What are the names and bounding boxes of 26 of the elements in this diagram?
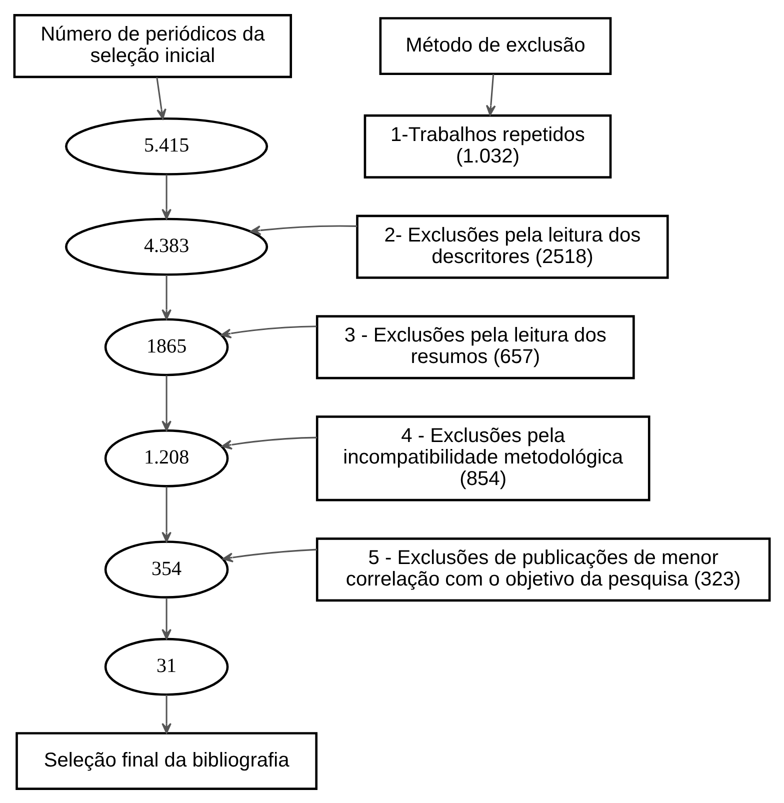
node-ellipse: 1865 — [104, 318, 229, 376]
node-box: Número de periódicos da seleção inicial — [13, 14, 292, 78]
arrow — [250, 224, 358, 235]
arrow — [221, 436, 317, 450]
arrow — [162, 694, 172, 734]
node-ellipse: 31 — [104, 637, 229, 696]
arrow — [156, 76, 166, 119]
node-box: 4 - Exclusões pela incompatibilidade metodológica (854) — [316, 415, 650, 501]
arrow — [220, 325, 317, 338]
node-box: 5 - Exclusões de publicações de menor correlação com o objetivo da pesquisa (323) — [316, 537, 771, 602]
node-ellipse: 1.208 — [104, 428, 229, 487]
arrow — [162, 174, 172, 219]
node-box: Seleção final da bibliografia — [16, 732, 318, 790]
node-ellipse: 5.415 — [65, 116, 268, 175]
node-box: 3 - Exclusões pela leitura dos resumos (657) — [316, 314, 635, 379]
arrow — [162, 486, 172, 542]
arrow — [222, 548, 318, 562]
node-box: 2- Exclusões pela leitura dos descritores (2518) — [356, 214, 669, 278]
arrow — [162, 274, 172, 320]
arrow — [486, 74, 496, 116]
arrow — [162, 597, 172, 640]
node-ellipse: 354 — [104, 540, 229, 598]
node-box: 1-Trabalhos repetidos (1.032) — [364, 114, 612, 178]
node-ellipse: 4.383 — [65, 217, 268, 276]
arrow — [162, 374, 172, 431]
node-box: Método de exclusão — [379, 16, 612, 75]
